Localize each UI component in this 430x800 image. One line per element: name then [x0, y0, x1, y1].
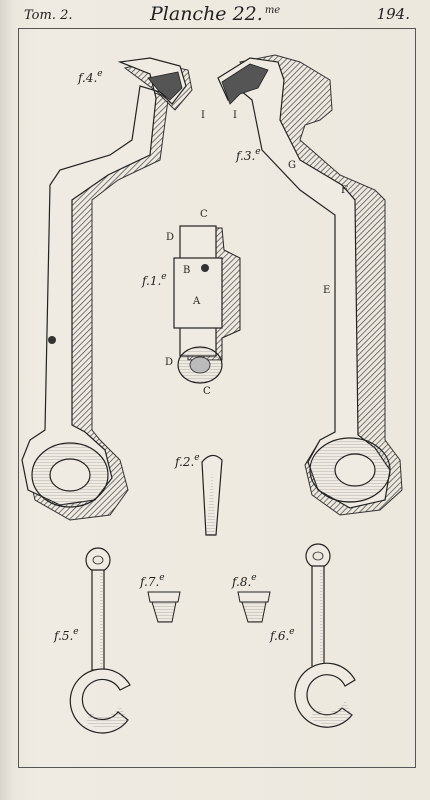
figure-6-hook [294, 543, 356, 728]
label-f1: f.1.e [141, 272, 167, 288]
figure-2-pin [201, 454, 223, 536]
figure-5-hook [69, 547, 131, 734]
letter-E: E [323, 285, 330, 296]
label-f3: f.3.e [235, 147, 261, 163]
page-number: 194. [376, 5, 410, 23]
letter-D-bottom: D [165, 357, 173, 368]
letter-G: G [288, 160, 296, 171]
plate-title: Planche 22.me [150, 3, 280, 25]
letter-D-top: D [166, 232, 174, 243]
plate-title-text: Planche 22. [150, 3, 263, 25]
label-f2: f.2.e [174, 453, 200, 469]
page-header: Tom. 2. Planche 22.me 194. [0, 0, 430, 28]
label-f4: f.4.e [77, 69, 103, 85]
letter-B: B [183, 265, 190, 276]
label-f6: f.6.e [269, 627, 295, 643]
label-f8: f.8.e [231, 573, 257, 589]
figure-8-screw [237, 591, 271, 623]
label-f7: f.7.e [139, 573, 165, 589]
figure-7-screw [147, 591, 181, 623]
letter-C-bottom: C [203, 386, 211, 397]
figure-3-right-arm [217, 54, 403, 516]
volume-label: Tom. 2. [24, 8, 73, 23]
figure-1-cylinder [173, 225, 241, 384]
letter-I-left: I [201, 110, 205, 121]
letter-I-right: I [233, 110, 237, 121]
letter-A: A [192, 296, 201, 307]
plate-title-superscript: me [264, 4, 281, 16]
letter-F: F [341, 185, 348, 196]
letter-C-top: C [200, 209, 208, 220]
plate-frame [18, 28, 416, 768]
figure-4-left-arm [21, 57, 193, 521]
label-f5: f.5.e [53, 627, 79, 643]
